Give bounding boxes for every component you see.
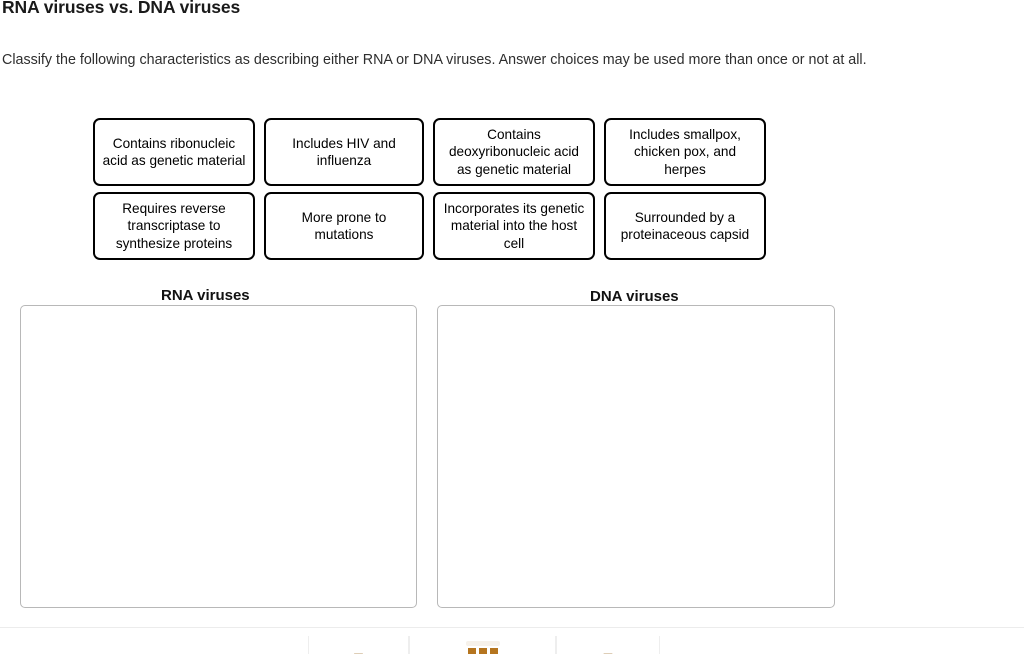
answer-choice-tile[interactable]: Contains ribonucleic acid as genetic mat…	[93, 118, 255, 186]
page-title: RNA viruses vs. DNA viruses	[2, 0, 241, 17]
bottom-toolbar: ▁ ▁	[308, 636, 661, 654]
answer-choice-tile[interactable]: Surrounded by a proteinaceous capsid	[604, 192, 766, 260]
drop-zone-title-dna: DNA viruses	[590, 288, 679, 305]
toolbar-cell[interactable]	[409, 636, 556, 654]
toolbar-cell[interactable]: ▁	[556, 636, 660, 654]
toolbar-glyph-icon: ▁	[603, 643, 613, 654]
answer-choice-row: Contains ribonucleic acid as genetic mat…	[93, 118, 766, 186]
toolbar-cell[interactable]: ▁	[308, 636, 409, 654]
answer-choice-tile[interactable]: Contains deoxyribonucleic acid as geneti…	[433, 118, 595, 186]
instructions-text: Classify the following characteristics a…	[2, 52, 867, 68]
answer-choice-row: Requires reverse transcriptase to synthe…	[93, 192, 766, 260]
toolbar-glyph-icon: ▁	[354, 643, 363, 654]
bottom-divider	[0, 627, 1024, 628]
toolbar-wisp-icon	[465, 641, 500, 646]
answer-choice-tile[interactable]: More prone to mutations	[264, 192, 424, 260]
answer-choice-tile[interactable]: Includes smallpox, chicken pox, and herp…	[604, 118, 766, 186]
toolbar-orange-bars-icon	[467, 648, 498, 654]
drop-zone-dna[interactable]	[437, 305, 835, 608]
answer-choice-bank: Contains ribonucleic acid as genetic mat…	[93, 118, 766, 266]
drop-zone-rna[interactable]	[20, 305, 417, 608]
answer-choice-tile[interactable]: Requires reverse transcriptase to synthe…	[93, 192, 255, 260]
drop-zone-title-rna: RNA viruses	[161, 287, 250, 304]
answer-choice-tile[interactable]: Incorporates its genetic material into t…	[433, 192, 595, 260]
answer-choice-tile[interactable]: Includes HIV and influenza	[264, 118, 424, 186]
